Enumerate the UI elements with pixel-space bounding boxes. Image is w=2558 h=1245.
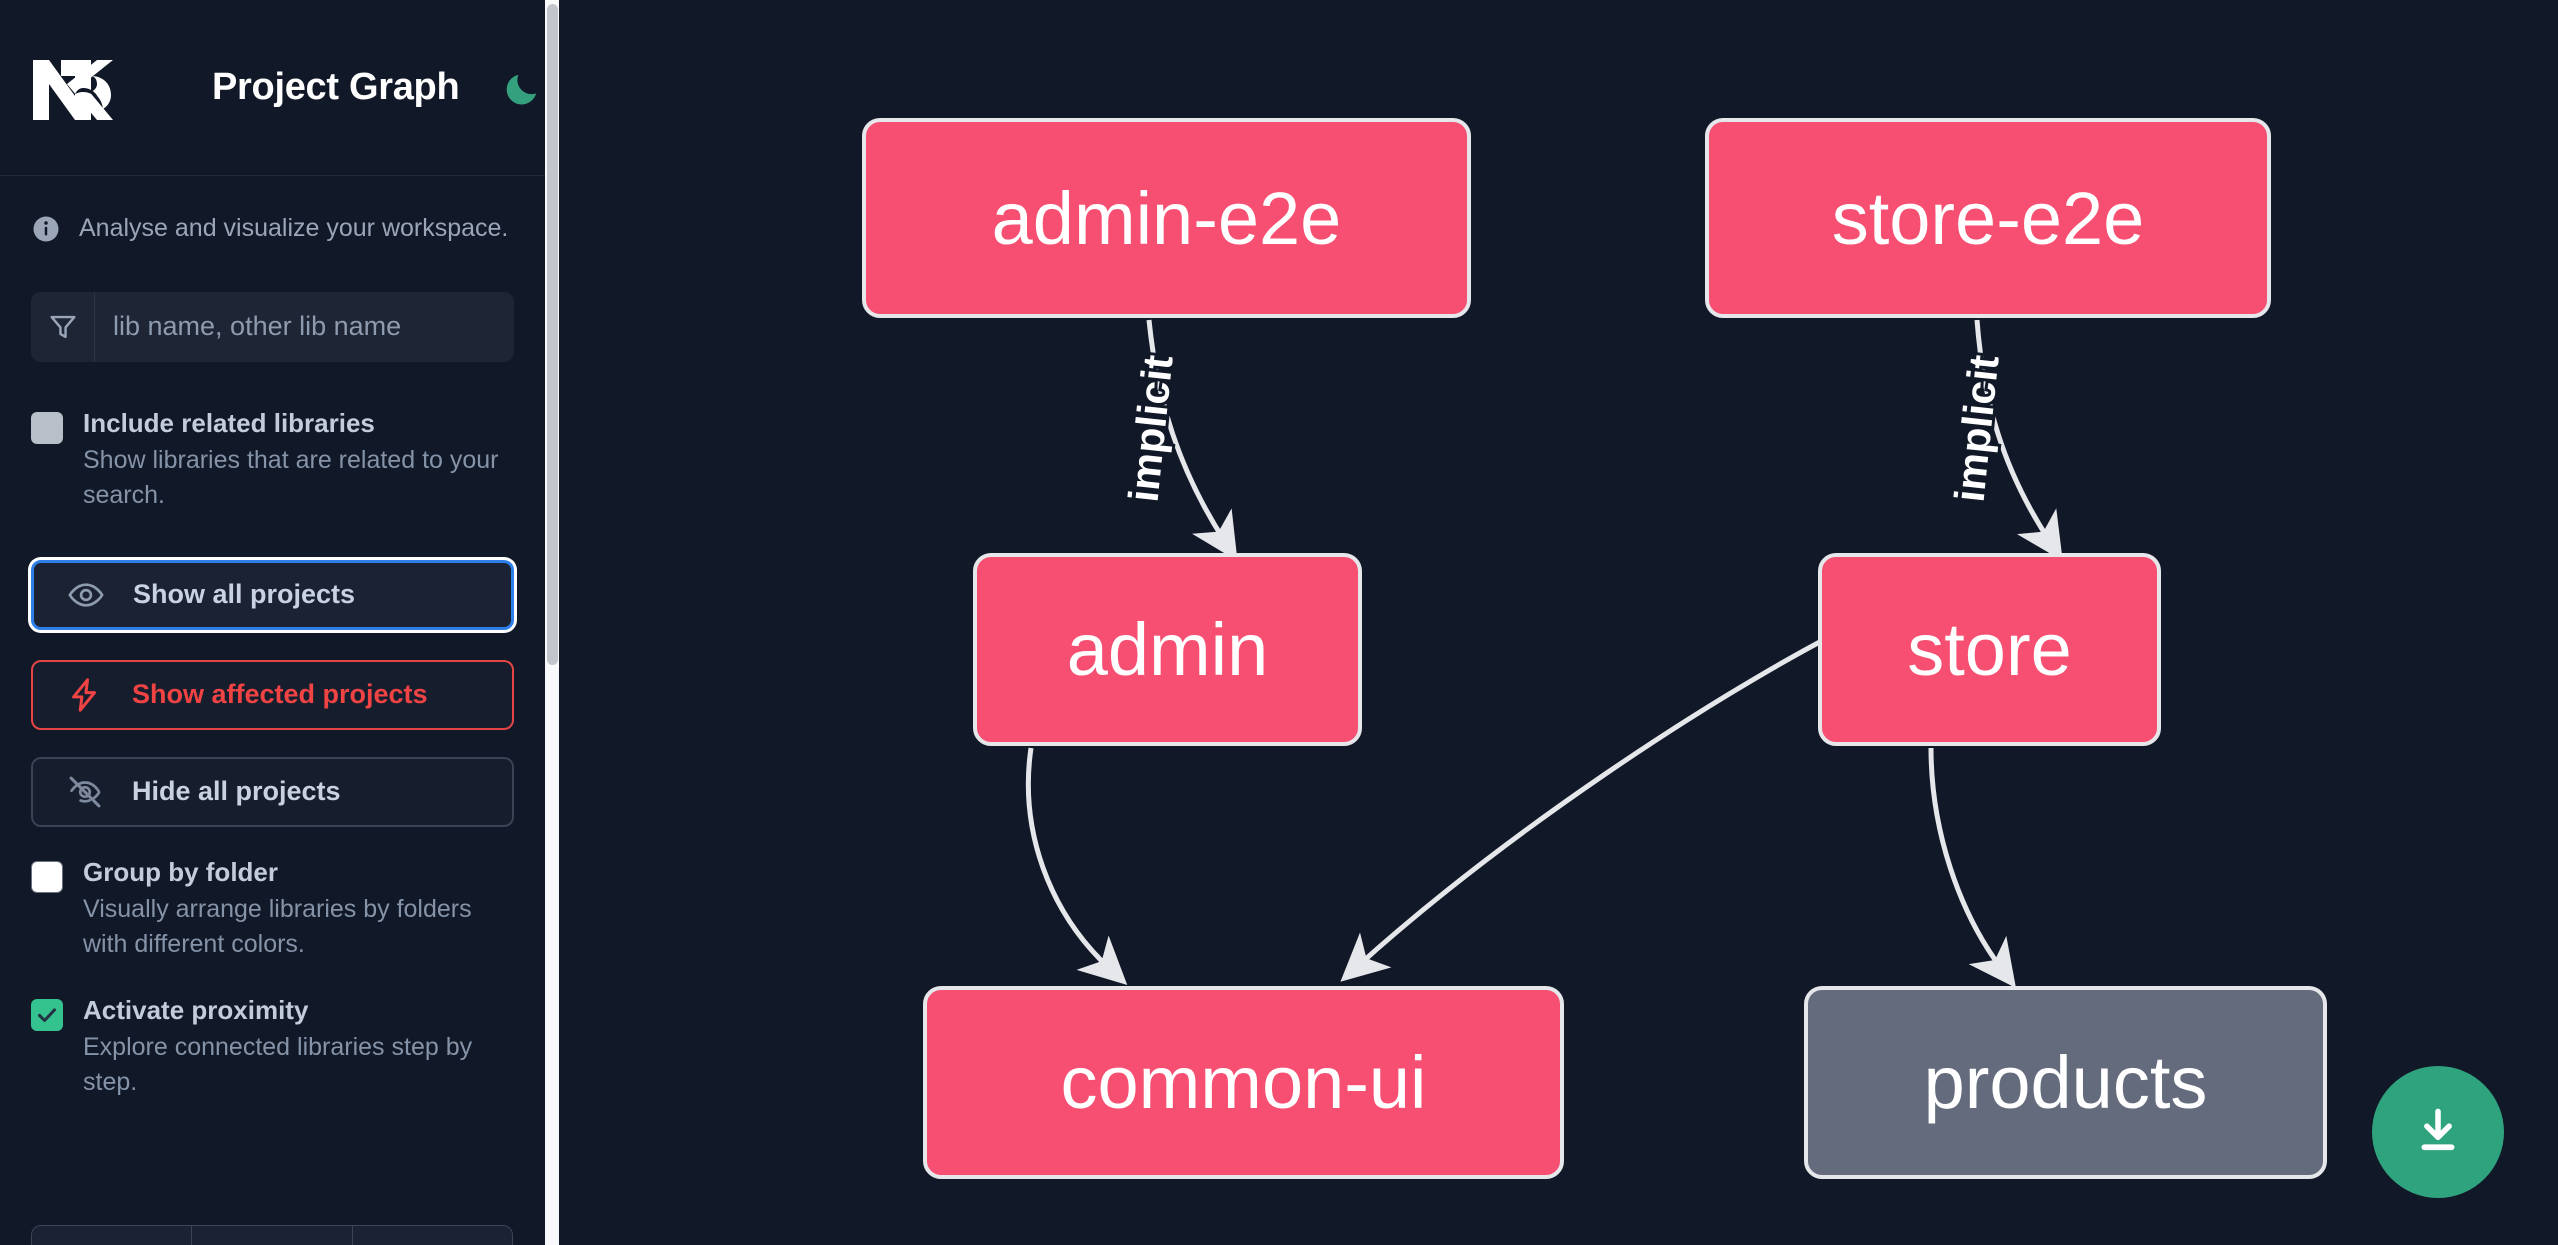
edge-label-text: implicit [1946, 353, 2008, 504]
proximity-step-button-group[interactable] [31, 1225, 513, 1245]
filter-icon [31, 291, 95, 362]
graph-node-common-ui[interactable]: common-ui [923, 986, 1564, 1179]
graph-node-label: admin [1066, 608, 1269, 691]
eye-slash-icon [66, 773, 104, 811]
edge-admin-e2e-admin [1146, 319, 1238, 562]
graph-node-label: store [1907, 608, 2072, 691]
hide-all-projects-button[interactable]: Hide all projects [31, 756, 514, 827]
checkbox-box-group-by-folder[interactable] [31, 860, 63, 893]
checkbox-desc-group-by-folder: Visually arrange libraries by folders wi… [83, 894, 472, 959]
sidebar-scrollbar-thumb[interactable] [547, 4, 558, 665]
graph-node-products[interactable]: products [1804, 986, 2327, 1179]
proximity-step-option[interactable] [192, 1226, 353, 1245]
download-graph-button[interactable] [2372, 1066, 2504, 1198]
checkbox-include-related-libraries[interactable]: Include related libraries Show libraries… [0, 406, 545, 514]
edge-store-products [1928, 747, 2016, 989]
checkbox-label-include-related: Include related libraries [83, 407, 375, 438]
check-icon [38, 1008, 56, 1022]
edge-label-text: implicit [1120, 353, 1182, 504]
checkbox-desc-include-related: Show libraries that are related to your … [83, 445, 499, 510]
proximity-step-option[interactable] [32, 1226, 193, 1245]
graph-node-store-e2e[interactable]: store-e2e [1705, 118, 2271, 318]
download-icon [2421, 1108, 2455, 1151]
checkbox-group-by-folder[interactable]: Group by folder Visually arrange librari… [0, 855, 545, 963]
search-field[interactable] [31, 291, 514, 362]
checkbox-activate-proximity[interactable]: Activate proximity Explore connected lib… [0, 993, 545, 1101]
nx-logo-icon [31, 54, 127, 122]
project-graph-canvas[interactable]: implicit implicit admin-e2e store-e2e ad… [559, 0, 2558, 1245]
moon-icon[interactable] [499, 64, 545, 112]
sidebar-header: Project Graph [0, 0, 545, 176]
info-icon [31, 214, 61, 244]
edge-label-implicit-store: implicit [1943, 350, 2011, 507]
proximity-step-option[interactable] [353, 1226, 512, 1245]
graph-node-admin[interactable]: admin [973, 553, 1362, 746]
checkbox-desc-activate-proximity: Explore connected libraries step by step… [83, 1032, 473, 1097]
show-affected-projects-button[interactable]: Show affected projects [31, 659, 514, 730]
hide-all-projects-label: Hide all projects [132, 776, 341, 807]
visibility-button-group: Show all projects Show affected projects [31, 559, 514, 827]
graph-node-label: common-ui [1060, 1041, 1427, 1124]
sidebar-scrollbar[interactable] [545, 0, 559, 1245]
graph-node-label: products [1923, 1041, 2208, 1124]
checkbox-label-activate-proximity: Activate proximity [83, 994, 309, 1025]
graph-node-label: store-e2e [1831, 176, 2145, 260]
checkbox-box-include-related[interactable] [31, 411, 63, 444]
edge-admin-common-ui [1025, 747, 1128, 986]
info-banner: Analyse and visualize your workspace. [0, 176, 545, 245]
checkbox-box-activate-proximity[interactable] [31, 998, 63, 1031]
show-all-projects-button[interactable]: Show all projects [31, 559, 514, 630]
show-all-projects-label: Show all projects [133, 579, 356, 610]
edge-store-common-ui [1340, 633, 1833, 982]
sidebar: Project Graph Analyse and visualize your… [0, 0, 559, 1245]
search-input[interactable] [95, 291, 514, 362]
graph-node-admin-e2e[interactable]: admin-e2e [862, 118, 1471, 318]
edge-store-e2e-store [1974, 319, 2063, 561]
page-title: Project Graph [212, 66, 460, 108]
eye-icon [67, 576, 105, 614]
info-text: Analyse and visualize your workspace. [79, 214, 509, 242]
graph-node-store[interactable]: store [1818, 553, 2161, 746]
show-affected-projects-label: Show affected projects [132, 679, 428, 710]
checkbox-label-group-by-folder: Group by folder [83, 856, 278, 887]
graph-node-label: admin-e2e [991, 176, 1342, 260]
lightning-icon [66, 676, 104, 714]
edge-label-implicit-admin: implicit [1117, 350, 1185, 507]
